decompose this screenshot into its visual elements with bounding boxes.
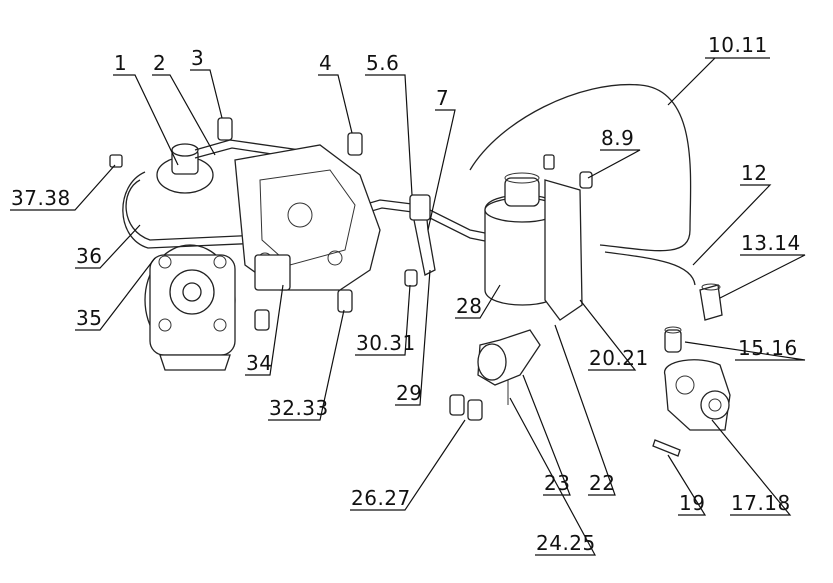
steering-gear-assembly	[144, 244, 236, 371]
return-hose	[469, 83, 696, 286]
callout-35: 35	[76, 306, 102, 330]
callout-7: 7	[436, 86, 449, 110]
bolts-small	[109, 117, 681, 457]
control-valve-top	[156, 143, 214, 194]
callout-28: 28	[456, 294, 482, 318]
callout-34: 34	[246, 351, 272, 375]
callout-26-27: 26.27	[351, 486, 411, 510]
callout-22: 22	[589, 471, 615, 495]
callout-23: 23	[544, 471, 570, 495]
callout-37-38: 37.38	[11, 186, 71, 210]
callout-17-18: 17.18	[731, 491, 791, 515]
callout-8-9: 8.9	[601, 126, 634, 150]
leader-lines	[10, 57, 806, 556]
callout-36: 36	[76, 244, 102, 268]
callout-30-31: 30.31	[356, 331, 416, 355]
callout-12: 12	[741, 161, 767, 185]
fitting-15-16	[664, 326, 682, 353]
callout-32-33: 32.33	[269, 396, 329, 420]
bracket-housing	[234, 144, 381, 291]
callout-2: 2	[153, 51, 166, 75]
callout-13-14: 13.14	[741, 231, 801, 255]
clamp-bracket	[409, 194, 436, 276]
reservoir-mount-bracket	[477, 329, 541, 386]
callout-1: 1	[114, 51, 127, 75]
power-steering-pump	[664, 359, 731, 431]
oil-reservoir	[484, 172, 583, 321]
callout-24-25: 24.25	[536, 531, 596, 555]
callout-labels: 1 2 3 4 5.6 7 10.11 8.9 12 13.14 37.38 3…	[11, 33, 801, 555]
callout-20-21: 20.21	[589, 346, 649, 370]
fitting-13-14	[699, 283, 723, 321]
callout-15-16: 15.16	[738, 336, 798, 360]
callout-10-11: 10.11	[708, 33, 768, 57]
callout-29: 29	[396, 381, 422, 405]
callout-4: 4	[319, 51, 332, 75]
callout-19: 19	[679, 491, 705, 515]
callout-5-6: 5.6	[366, 51, 399, 75]
callout-3: 3	[191, 46, 204, 70]
